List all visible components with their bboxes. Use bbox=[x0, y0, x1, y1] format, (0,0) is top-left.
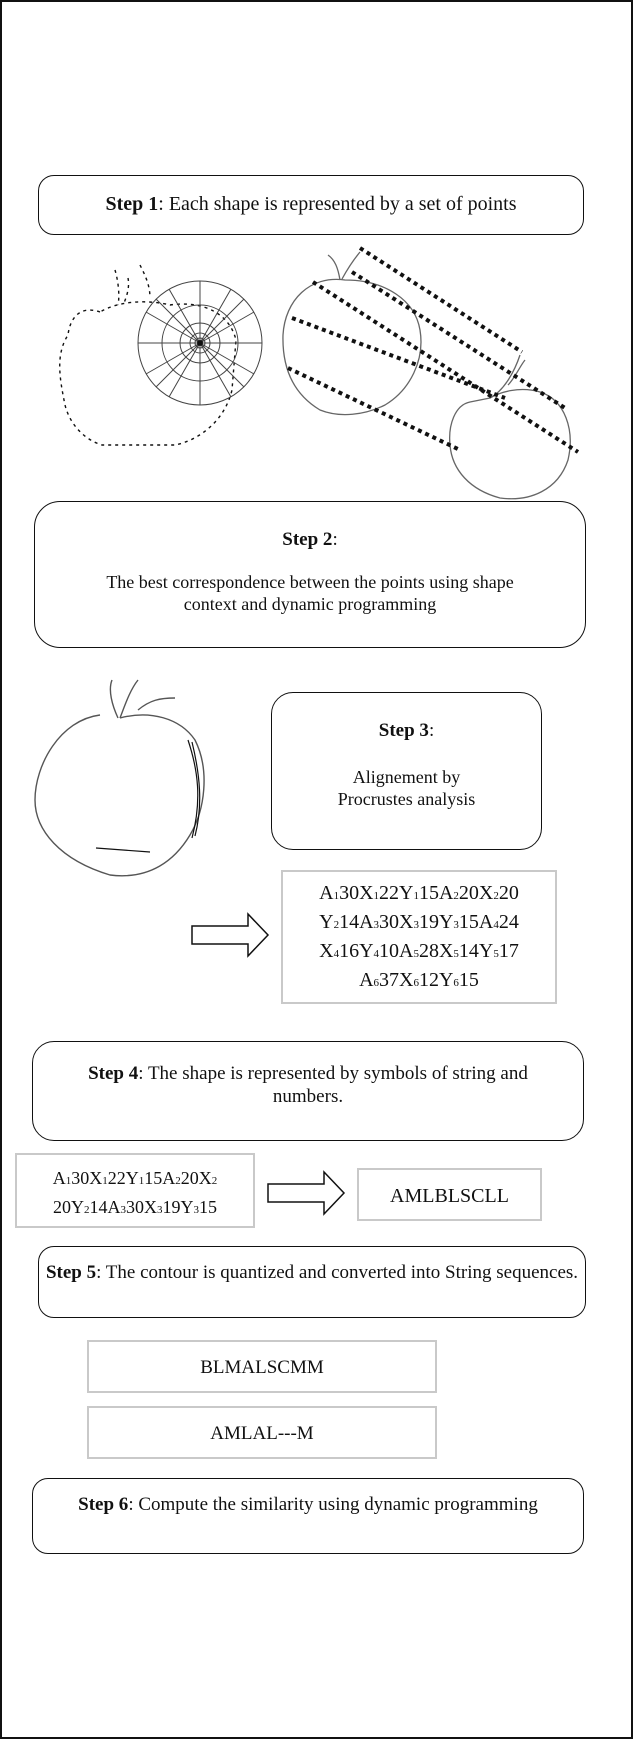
step5-label: Step 5 bbox=[45, 1262, 97, 1283]
arrow-right-icon bbox=[191, 912, 270, 958]
string-result: AMLBLSCLL bbox=[390, 1185, 509, 1207]
sequence-2-box: AMLAL---M bbox=[87, 1406, 437, 1459]
string-result-box: AMLBLSCLL bbox=[357, 1168, 542, 1221]
step5-text: : The contour is quantized and converted… bbox=[96, 1262, 579, 1283]
sequence-1: BLMALSCMM bbox=[200, 1357, 324, 1378]
encoded-contour-line: A130X122Y115A220X220 bbox=[319, 882, 519, 904]
step1-label: Step 1 bbox=[105, 193, 159, 215]
step6-text: : Compute the similarity using dynamic p… bbox=[128, 1494, 538, 1515]
encoded-contour-small-line: 20Y214A330X319Y315 bbox=[53, 1197, 217, 1217]
sequence-1-box: BLMALSCMM bbox=[87, 1340, 437, 1393]
step1-text: : Each shape is represented by a set of … bbox=[158, 193, 517, 215]
step5-box: Step 5: The contour is quantized and con… bbox=[38, 1246, 586, 1318]
arrow-right-icon bbox=[267, 1170, 346, 1216]
step1-box: Step 1: Each shape is represented by a s… bbox=[38, 175, 584, 235]
step6-label: Step 6 bbox=[78, 1494, 129, 1515]
step2-label: Step 2 bbox=[282, 529, 333, 550]
encoded-contour-small-box: A130X122Y115A220X2 20Y214A330X319Y315 bbox=[15, 1153, 255, 1228]
encoded-contour-small-text: A130X122Y115A220X2 20Y214A330X319Y315 bbox=[17, 1165, 253, 1223]
step4-text: : The shape is represented by symbols of… bbox=[138, 1063, 528, 1107]
step2-colon: : bbox=[332, 529, 338, 550]
step3-text-line2: Procrustes analysis bbox=[337, 789, 476, 809]
encoded-contour-line: Y214A330X319Y315A424 bbox=[319, 911, 519, 933]
step4-box: Step 4: The shape is represented by symb… bbox=[32, 1041, 584, 1141]
step3-colon: : bbox=[428, 720, 435, 741]
step2-text: The best correspondence between the poin… bbox=[106, 572, 514, 614]
step6-box: Step 6: Compute the similarity using dyn… bbox=[32, 1478, 584, 1554]
step4-label: Step 4 bbox=[88, 1063, 139, 1084]
step2-box: Step 2: The best correspondence between … bbox=[34, 501, 586, 648]
step3-box: Step 3: Alignement by Procrustes analysi… bbox=[271, 692, 542, 850]
step3-text-line1: Alignement by bbox=[352, 767, 461, 787]
encoded-contour-line: X416Y410A528X514Y517 bbox=[319, 940, 519, 962]
encoded-contour-small-line: A130X122Y115A220X2 bbox=[52, 1168, 218, 1188]
encoded-contour-line: A637X612Y615 bbox=[359, 969, 479, 991]
sequence-2: AMLAL---M bbox=[210, 1423, 314, 1444]
step3-label: Step 3 bbox=[378, 720, 429, 741]
